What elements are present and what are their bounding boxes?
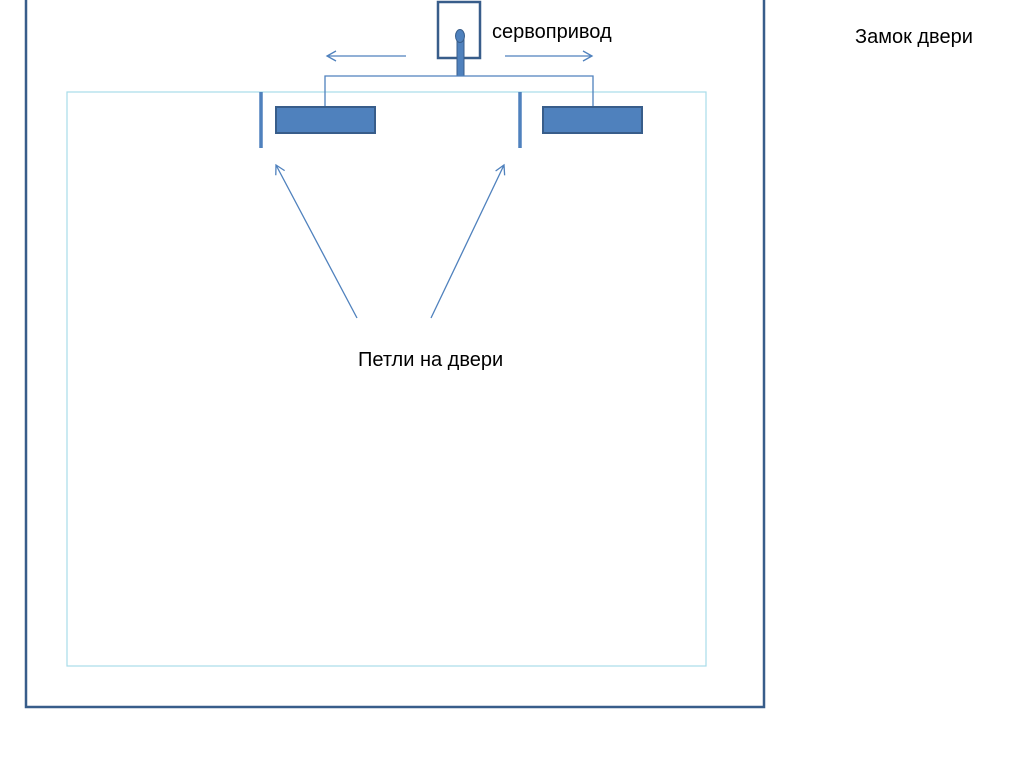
door-panel	[66, 91, 707, 667]
bolt-left	[275, 106, 376, 134]
bolt-right	[542, 106, 643, 134]
page-title: Замок двери	[855, 26, 973, 48]
door-frame	[24, 0, 766, 709]
hinges-label: Петли на двери	[358, 349, 504, 371]
servo-shaft	[456, 37, 465, 77]
pointer-arrow-right	[430, 163, 506, 319]
servo-knob	[455, 29, 465, 43]
pointer-arrow-left	[275, 163, 358, 319]
linkage-rod	[324, 75, 594, 107]
servo-label: сервопривод	[492, 21, 612, 43]
